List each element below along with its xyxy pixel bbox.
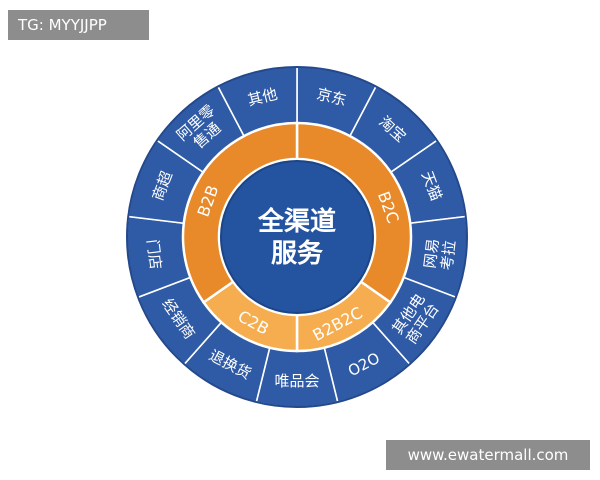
outer-segment-label: 考拉 (438, 239, 459, 271)
center-label-line1: 全渠道 (257, 206, 336, 237)
outer-ring-edge (126, 66, 468, 408)
watermark-overlay: www.ewatermall.com (386, 440, 590, 470)
outer-segment-label: 门店 (143, 238, 164, 270)
center-label-line2: 服务 (271, 239, 323, 269)
outer-segment-label: 网易 (421, 237, 442, 269)
middle-segment (181, 121, 299, 305)
outer-segment-label: 唯品会 (274, 372, 319, 390)
center-circle (220, 160, 374, 314)
tag-overlay: TG: MYYJJPP (8, 10, 149, 40)
